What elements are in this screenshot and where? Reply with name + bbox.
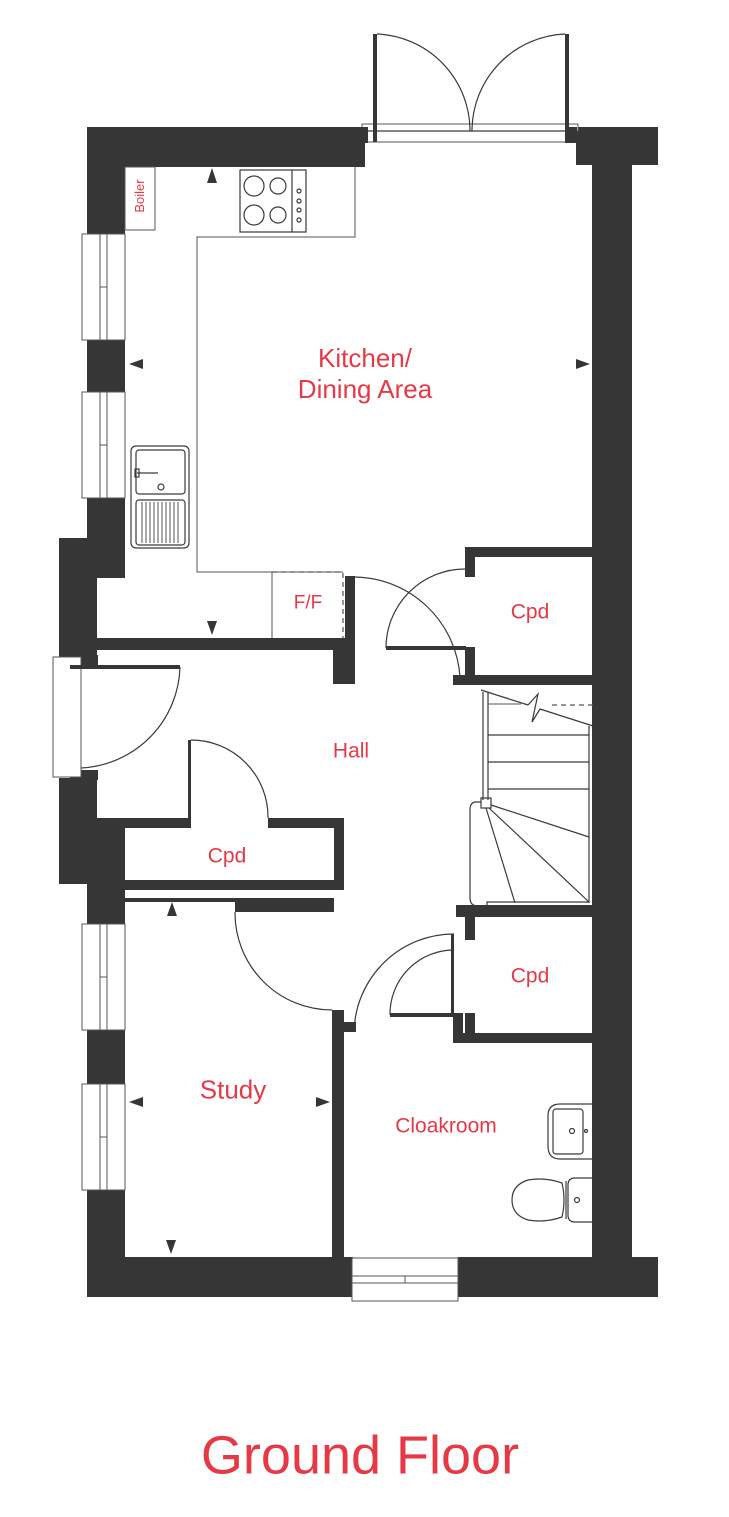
room-label-cpd-kitchen: Cpd — [510, 600, 550, 624]
floor-title: Ground Floor — [200, 1425, 520, 1486]
boiler-label: Boiler — [132, 179, 148, 213]
basin-icon — [547, 1103, 592, 1160]
interior-doors — [190, 568, 466, 1033]
hob-icon — [239, 169, 307, 233]
arrow-down-icon — [166, 1240, 176, 1254]
arrow-up-icon — [207, 168, 217, 183]
external-walls — [59, 127, 658, 1297]
toilet-icon — [511, 1177, 592, 1223]
room-label-kitchen-dining: Kitchen/ Dining Area — [298, 343, 432, 405]
kitchen-label-line1: Kitchen/ — [318, 342, 412, 373]
room-label-cloakroom: Cloakroom — [395, 1114, 497, 1138]
arrow-left-icon — [129, 1097, 143, 1107]
room-label-study: Study — [199, 1074, 267, 1105]
arrow-right-icon — [576, 359, 590, 369]
windows — [81, 233, 459, 1302]
arrow-left-icon — [129, 359, 143, 369]
dimension-arrows — [129, 168, 590, 1254]
kitchen-label-line2: Dining Area — [297, 374, 433, 404]
front-door-icon — [52, 656, 181, 778]
room-label-cpd-cloakroom: Cpd — [510, 964, 550, 988]
room-label-cpd-hall: Cpd — [207, 844, 247, 868]
arrow-right-icon — [316, 1097, 330, 1107]
arrow-down-icon — [207, 621, 217, 635]
double-door-icon — [360, 33, 579, 143]
staircase-icon — [469, 689, 594, 907]
kitchen-worktops — [124, 166, 356, 638]
internal-walls — [97, 547, 593, 1267]
arrow-up-icon — [167, 902, 177, 916]
sink-icon — [130, 445, 190, 549]
room-label-hall: Hall — [332, 739, 370, 763]
fridge-freezer-label: F/F — [293, 592, 323, 614]
